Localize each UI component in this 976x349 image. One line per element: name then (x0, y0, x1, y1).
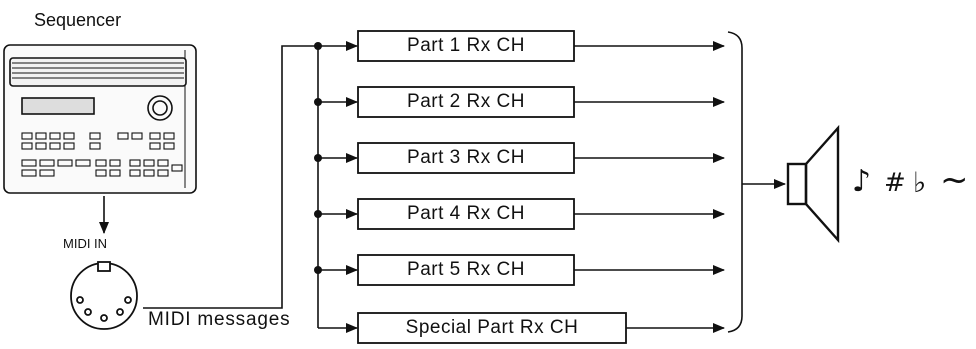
part-boxes (357, 30, 627, 344)
sequencer-icon (3, 44, 197, 194)
part-label: Part 2 Rx CH (407, 91, 525, 112)
part-box (357, 312, 627, 344)
speaker-icon (786, 124, 840, 244)
midi-messages-line (143, 45, 318, 309)
part-label: Part 5 Rx CH (407, 259, 525, 280)
summing-bracket (727, 31, 743, 333)
part-label: Part 1 Rx CH (407, 35, 525, 56)
part-output-arrows (574, 41, 725, 333)
part-label: Special Part Rx CH (405, 317, 579, 338)
part-box (357, 142, 575, 174)
eighth-note-icon: ♪ (852, 164, 872, 199)
flat-icon: ♭ (913, 166, 927, 199)
tilde-icon: ~ (940, 160, 969, 200)
part-box (357, 30, 575, 62)
part-box (357, 198, 575, 230)
part-label: Part 3 Rx CH (407, 147, 525, 168)
part-label: Part 4 Rx CH (407, 203, 525, 224)
sequencer-label: Sequencer (34, 10, 122, 30)
part-input-arrows (318, 41, 358, 333)
midi-din-connector-icon (70, 261, 138, 330)
midi-in-label: MIDI IN (63, 236, 108, 251)
midi-messages-label: MIDI messages (148, 309, 291, 330)
sharp-icon: # (884, 168, 906, 198)
